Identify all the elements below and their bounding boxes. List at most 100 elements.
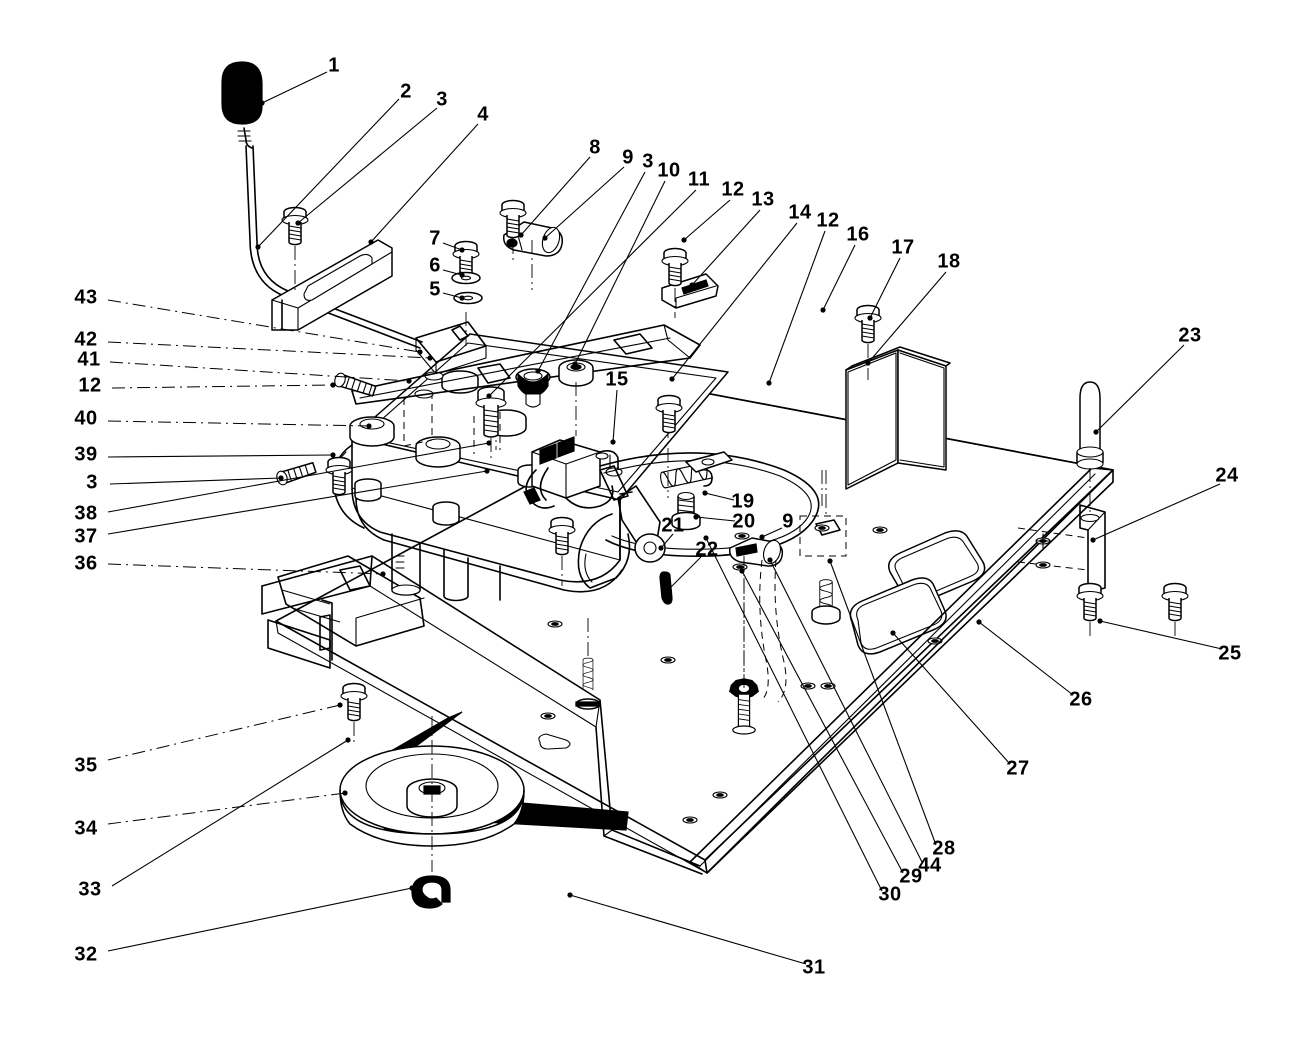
callout-number-9b: 9 <box>782 510 794 533</box>
leader-line <box>109 477 282 485</box>
callout-number-8: 8 <box>589 136 601 159</box>
callout-number-3c: 3 <box>86 471 98 494</box>
leader-line <box>111 384 334 389</box>
leader-line <box>544 166 625 239</box>
leader-anchor-dot <box>255 244 261 250</box>
compression-springs <box>575 579 841 735</box>
callout-number-40: 40 <box>74 407 98 430</box>
leader-line <box>488 189 697 397</box>
callout-number-12c: 12 <box>78 374 102 397</box>
callout-number-2: 2 <box>400 80 412 103</box>
leader-anchor-dot <box>259 100 265 106</box>
callout-number-28: 28 <box>932 837 956 860</box>
callout-anchor-dots <box>255 100 1103 898</box>
callout-number-39: 39 <box>74 443 98 466</box>
callout-number-19: 19 <box>731 490 755 513</box>
leader-line <box>107 563 384 575</box>
leader-anchor-dot <box>486 440 492 446</box>
callout-number-31: 31 <box>802 956 826 979</box>
leader-anchor-dot <box>366 423 372 429</box>
callout-number-12b: 12 <box>816 209 840 232</box>
callout-number-43: 43 <box>74 286 98 309</box>
leader-anchor-dot <box>459 272 465 278</box>
leader-line <box>442 269 463 276</box>
leader-anchor-dot <box>542 235 548 241</box>
leader-line <box>691 209 761 286</box>
leader-anchor-dot <box>1097 618 1103 624</box>
leader-anchor-dot <box>295 220 301 226</box>
leader-line <box>867 271 947 364</box>
shift-lever-assembly <box>221 61 423 349</box>
callout-number-10: 10 <box>657 159 681 182</box>
leader-anchor-dot <box>681 237 687 243</box>
leader-line <box>768 230 826 384</box>
leader-anchor-dot <box>703 535 709 541</box>
callout-number-27: 27 <box>1006 757 1030 780</box>
deck-cutouts <box>849 530 986 655</box>
callout-number-20: 20 <box>732 510 756 533</box>
leader-line <box>660 533 674 549</box>
leader-anchor-dot <box>767 557 773 563</box>
frame-side-rail <box>689 467 1114 874</box>
callout-number-5: 5 <box>429 278 441 301</box>
shift-linkage-plate <box>414 321 487 399</box>
callout-number-15: 15 <box>605 368 629 391</box>
leader-anchor-dot <box>658 545 664 551</box>
leader-line <box>704 492 735 501</box>
leader-line <box>671 222 798 380</box>
callout-number-44: 44 <box>918 854 942 877</box>
leader-line <box>111 739 349 887</box>
leader-line <box>761 527 783 538</box>
leader-anchor-dot <box>867 315 873 321</box>
callout-number-35: 35 <box>74 754 98 777</box>
leader-line <box>107 442 490 513</box>
leader-anchor-dot <box>865 360 871 366</box>
leader-anchor-dot <box>702 490 708 496</box>
drive-pulley <box>339 716 525 872</box>
shoulder-pivot-pin <box>1076 381 1104 523</box>
leader-line <box>1092 483 1221 541</box>
leader-anchor-dot <box>572 361 578 367</box>
leader-anchor-dot <box>459 247 465 253</box>
leader-line <box>297 107 438 224</box>
callout-number-30: 30 <box>878 883 902 906</box>
leader-anchor-dot <box>409 885 415 891</box>
switch-assembly <box>523 436 623 509</box>
callout-number-11: 11 <box>687 168 711 191</box>
leader-anchor-dot <box>417 349 423 355</box>
leader-line <box>1095 344 1185 433</box>
leader-line <box>107 341 431 359</box>
leader-line <box>257 98 400 248</box>
leader-line <box>107 420 370 427</box>
centerlines <box>294 240 1176 742</box>
callout-number-14: 14 <box>788 201 812 224</box>
retainer-clip-plate <box>661 273 719 309</box>
leader-anchor-dot <box>567 892 573 898</box>
callout-number-42: 42 <box>74 328 98 351</box>
leader-line <box>107 792 346 825</box>
callout-number-13: 13 <box>751 188 775 211</box>
leader-anchor-dot <box>345 737 351 743</box>
callout-number-9a: 9 <box>622 146 634 169</box>
callout-number-38: 38 <box>74 502 98 525</box>
leader-anchor-dot <box>759 534 765 540</box>
leader-line <box>107 887 413 952</box>
leader-line <box>569 894 807 965</box>
leader-line <box>683 199 731 241</box>
leader-line <box>107 454 334 458</box>
callout-number-4: 4 <box>477 103 489 126</box>
leader-anchor-dot <box>427 355 433 361</box>
callout-number-21: 21 <box>661 514 685 537</box>
leader-anchor-dot <box>1093 429 1099 435</box>
callout-number-25: 25 <box>1218 642 1242 665</box>
callout-number-22: 22 <box>695 538 719 561</box>
leader-anchor-dot <box>689 282 695 288</box>
leader-line <box>1099 620 1223 650</box>
retaining-ring <box>411 875 451 909</box>
callout-number-16: 16 <box>846 223 870 246</box>
callout-number-18: 18 <box>937 250 961 273</box>
callout-number-6: 6 <box>429 254 441 277</box>
leader-anchor-dot <box>342 790 348 796</box>
leader-anchor-dot <box>518 232 524 238</box>
